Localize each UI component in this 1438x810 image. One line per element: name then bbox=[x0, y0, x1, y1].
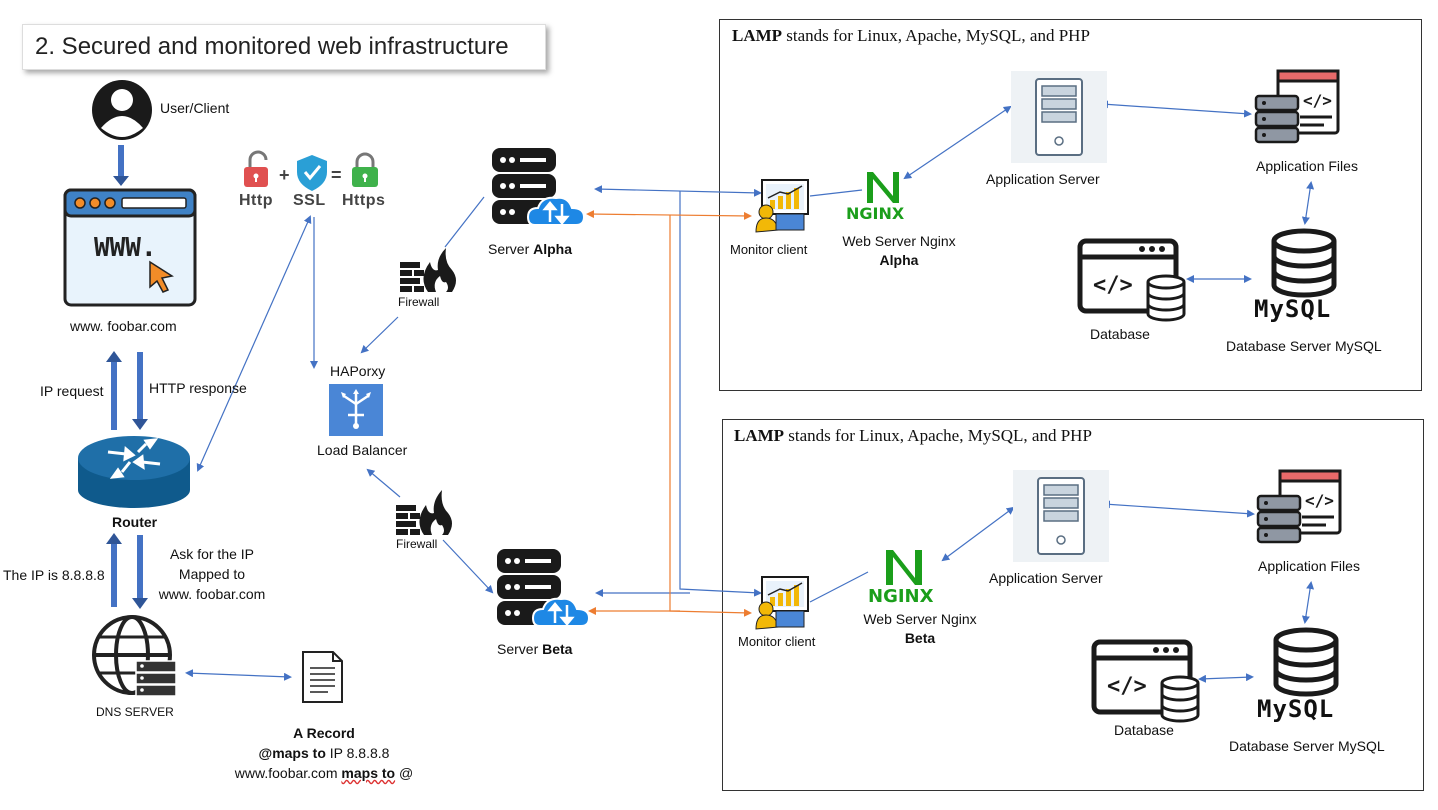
ip-request-arrow bbox=[106, 351, 122, 430]
browser-icon: WWW. bbox=[63, 188, 197, 307]
http-response-arrow bbox=[132, 352, 148, 430]
http-response-label: HTTP response bbox=[149, 380, 247, 396]
beta-files-mysql-connector bbox=[1301, 581, 1315, 624]
beta-monitor-nginx-connector bbox=[809, 571, 869, 603]
http-label: Http bbox=[239, 192, 273, 209]
server-beta-icon bbox=[497, 549, 591, 627]
app-server-alpha-label: Application Server bbox=[986, 171, 1100, 187]
app-server-beta-icon bbox=[1013, 470, 1109, 562]
alpha-monitor-nginx-connector bbox=[809, 189, 863, 197]
mysql-alpha-logo: MySQL bbox=[1254, 295, 1332, 323]
firewall-bottom-label: Firewall bbox=[396, 537, 438, 551]
router-ssl-connector bbox=[196, 215, 312, 472]
app-files-alpha-icon: </> bbox=[1254, 69, 1340, 144]
alpha-monitor-beta-orange bbox=[669, 215, 752, 617]
alpha-nginx-app-connector bbox=[903, 105, 1012, 180]
lb-firewall-bottom-connector bbox=[366, 468, 401, 498]
database-alpha-label: Database bbox=[1090, 326, 1150, 342]
alpha-monitor-alpha-orange bbox=[586, 210, 752, 220]
app-files-beta-icon: </> bbox=[1256, 469, 1342, 544]
dns-server-icon bbox=[92, 615, 177, 697]
ssl-label: SSL bbox=[293, 192, 326, 209]
alpha-app-files-connector bbox=[1100, 100, 1252, 118]
beta-nginx-app-connector bbox=[941, 506, 1015, 562]
beta-app-files-connector bbox=[1102, 500, 1255, 518]
load-balancer-label: Load Balancer bbox=[317, 442, 408, 458]
svg-text:WWW.: WWW. bbox=[94, 233, 157, 263]
mysql-alpha-icon bbox=[1271, 228, 1337, 298]
svg-text:</>: </> bbox=[1107, 674, 1147, 699]
alpha-files-mysql-connector bbox=[1301, 181, 1315, 225]
monitor-alpha-icon bbox=[755, 179, 809, 233]
firewall-alpha-connector bbox=[444, 196, 485, 248]
dns-answer-label: The IP is 8.8.8.8 bbox=[3, 567, 105, 583]
db-server-beta-label: Database Server MySQL bbox=[1229, 738, 1385, 754]
mysql-beta-icon bbox=[1273, 627, 1339, 697]
lamp-beta-heading: LAMP stands for Linux, Apache, MySQL, an… bbox=[734, 426, 1092, 445]
dns-server-label: DNS SERVER bbox=[96, 705, 174, 719]
server-alpha-icon bbox=[492, 148, 586, 226]
ip-request-label: IP request bbox=[40, 383, 104, 399]
database-beta-label: Database bbox=[1114, 722, 1174, 738]
https-label: Https bbox=[342, 192, 386, 209]
firewall-top-label: Firewall bbox=[398, 295, 440, 309]
alpha-monitor-alpha-blue bbox=[594, 185, 762, 197]
server-alpha-label: Server Alpha bbox=[488, 241, 573, 257]
monitor-alpha-label: Monitor client bbox=[730, 242, 808, 257]
user-to-browser-arrow bbox=[113, 145, 129, 186]
nginx-beta-icon bbox=[886, 550, 922, 585]
lb-alpha-connector bbox=[360, 316, 399, 354]
lamp-beta-box bbox=[722, 419, 1424, 791]
closed-lock-icon bbox=[352, 152, 378, 187]
browser-domain-label: www. foobar.com bbox=[70, 318, 177, 334]
lamp-alpha-heading: LAMP stands for Linux, Apache, MySQL, an… bbox=[732, 26, 1090, 45]
haproxy-label: HAPorxy bbox=[330, 363, 386, 379]
nginx-alpha-logo: NGINX bbox=[846, 204, 905, 223]
firewall-beta-connector bbox=[442, 539, 494, 594]
firewall-bottom-icon bbox=[396, 490, 452, 535]
dns-record-connector bbox=[185, 669, 292, 681]
diagram-title-box: 2. Secured and monitored web infrastruct… bbox=[22, 24, 546, 70]
mysql-beta-logo: MySQL bbox=[1257, 695, 1335, 723]
dns-query-label: Ask for the IP Mapped to www. foobar.com bbox=[158, 546, 266, 602]
database-alpha-icon: </> bbox=[1077, 238, 1186, 322]
monitor-beta-icon bbox=[755, 576, 809, 630]
app-server-beta-label: Application Server bbox=[989, 570, 1103, 586]
nginx-alpha-icon bbox=[867, 172, 899, 203]
svg-text:</>: </> bbox=[1305, 491, 1334, 510]
firewall-top-icon bbox=[400, 248, 456, 292]
app-files-beta-label: Application Files bbox=[1258, 558, 1360, 574]
nginx-beta-logo: NGINX bbox=[868, 586, 934, 607]
web-server-beta-label: Web Server Nginx Beta bbox=[863, 611, 977, 646]
app-files-alpha-label: Application Files bbox=[1256, 158, 1358, 174]
server-beta-label: Server Beta bbox=[497, 641, 573, 657]
db-server-alpha-label: Database Server MySQL bbox=[1226, 338, 1382, 354]
router-label: Router bbox=[112, 514, 158, 530]
svg-text:</>: </> bbox=[1303, 91, 1332, 110]
database-beta-icon: </> bbox=[1091, 639, 1200, 723]
router-icon bbox=[78, 436, 190, 508]
ssl-equals: = bbox=[331, 165, 342, 185]
ssl-plus: + bbox=[279, 165, 290, 185]
load-balancer-icon bbox=[329, 384, 383, 436]
lamp-alpha-box bbox=[719, 19, 1422, 391]
shield-icon bbox=[297, 155, 327, 191]
web-server-alpha-label: Web Server Nginx Alpha bbox=[842, 233, 956, 268]
a-record-block: A Record @maps to IP 8.8.8.8 www.foobar.… bbox=[234, 725, 414, 781]
user-icon bbox=[92, 80, 152, 140]
app-server-alpha-icon bbox=[1011, 71, 1107, 163]
user-client-label: User/Client bbox=[160, 100, 230, 116]
diagram-title: 2. Secured and monitored web infrastruct… bbox=[35, 33, 509, 60]
alpha-monitor-beta-blue bbox=[679, 191, 762, 597]
beta-db-mysql-connector bbox=[1198, 673, 1254, 683]
dns-query-arrow bbox=[132, 535, 148, 609]
open-lock-icon bbox=[244, 150, 268, 187]
monitor-beta-label: Monitor client bbox=[738, 634, 816, 649]
svg-text:</>: </> bbox=[1093, 273, 1133, 298]
document-icon bbox=[302, 651, 343, 703]
dns-answer-arrow bbox=[106, 533, 122, 607]
